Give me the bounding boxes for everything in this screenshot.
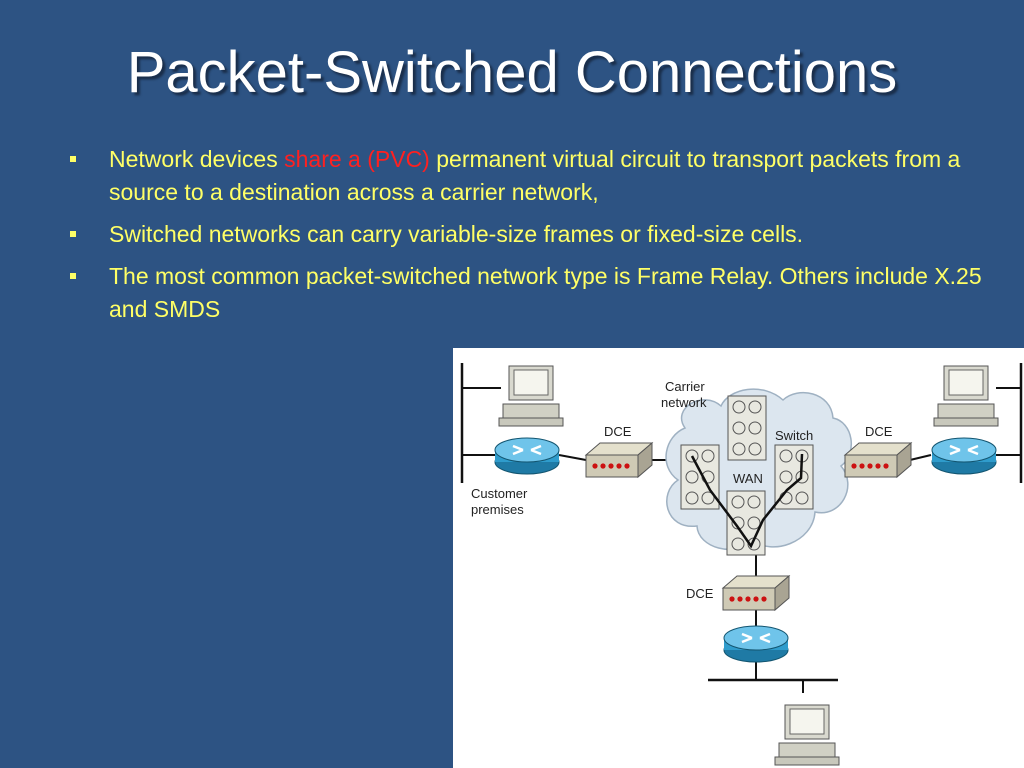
bullet-marker-icon xyxy=(70,273,76,279)
router-left-icon xyxy=(493,436,561,476)
dce-right-label: DCE xyxy=(865,424,893,439)
virtual-circuit-path xyxy=(690,453,804,549)
bullet-list: Network devices share a (PVC) permanent … xyxy=(68,143,983,335)
carrier-label-1: Carrier xyxy=(665,379,705,394)
bullet-1-highlight: share a (PVC) xyxy=(284,146,430,172)
pc-right-icon xyxy=(933,365,999,427)
pc-left-icon xyxy=(498,365,564,427)
customer-label-2: premises xyxy=(471,502,524,517)
router-right-icon xyxy=(930,436,998,476)
switch-label: Switch xyxy=(775,428,813,443)
carrier-label-2: network xyxy=(661,395,707,410)
bullet-marker-icon xyxy=(70,156,76,162)
switch-bottom-icon xyxy=(726,490,766,556)
pc-bottom-icon xyxy=(774,704,840,766)
dce-left-label: DCE xyxy=(604,424,632,439)
dce-bottom-icon xyxy=(722,575,790,611)
switch-top-icon xyxy=(727,395,767,461)
bullet-3-text: The most common packet-switched network … xyxy=(109,263,982,322)
slide-title: Packet-Switched Connections xyxy=(126,40,898,105)
bullet-2-text: Switched networks can carry variable-siz… xyxy=(109,221,804,247)
network-diagram: Carrier network DCE DCE DCE Switch WAN C… xyxy=(453,348,1024,768)
bullet-1-text-a: Network devices xyxy=(109,146,285,172)
bullet-item-2: Switched networks can carry variable-siz… xyxy=(68,218,983,251)
bullet-marker-icon xyxy=(70,231,76,237)
customer-label-1: Customer xyxy=(471,486,528,501)
dce-right-icon xyxy=(844,442,912,478)
switch-left-icon xyxy=(680,444,720,510)
dce-bottom-label: DCE xyxy=(686,586,714,601)
bullet-item-3: The most common packet-switched network … xyxy=(68,260,983,326)
bullet-item-1: Network devices share a (PVC) permanent … xyxy=(68,143,983,209)
wan-label: WAN xyxy=(733,471,763,486)
router-bottom-icon xyxy=(722,624,790,664)
dce-left-icon xyxy=(585,442,653,478)
bullet-1-text-b: permanent virtual circuit to transport p… xyxy=(109,146,961,205)
